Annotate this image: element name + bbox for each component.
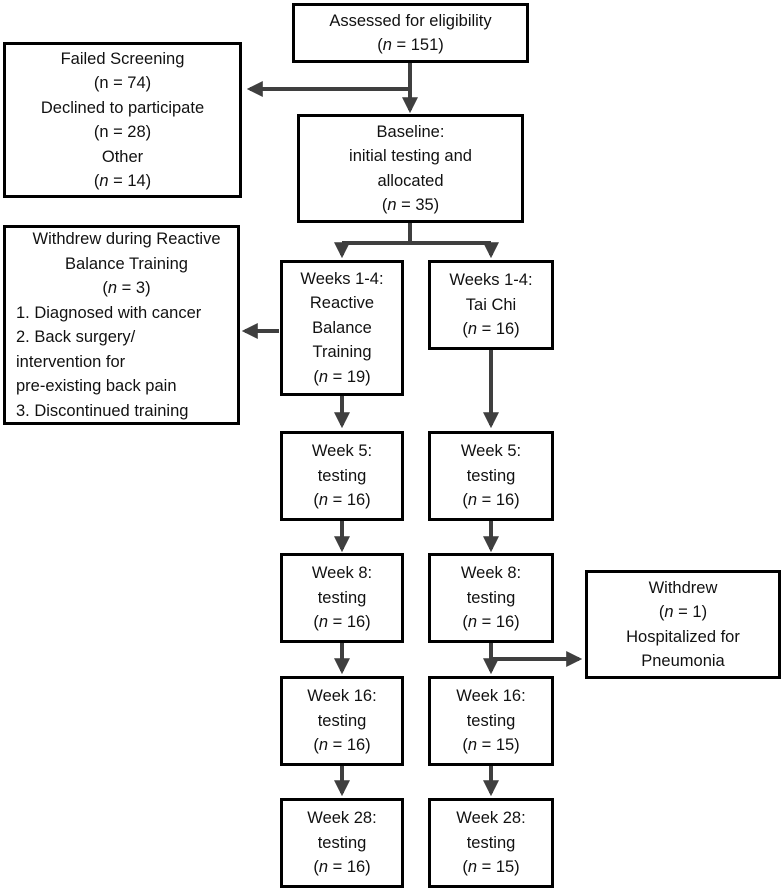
tai-week16-line2: testing xyxy=(466,711,516,730)
rbt-week8-box: Week 8: testing (n = 16) xyxy=(280,553,404,643)
rbt-week5-box: Week 5: testing (n = 16) xyxy=(280,431,404,521)
tai-weeks-line2: Tai Chi xyxy=(465,295,517,314)
tai-week8-line2: testing xyxy=(466,588,516,607)
tai-week5-box: Week 5: testing (n = 16) xyxy=(428,431,554,521)
failed-screening-count: (n = 74) xyxy=(93,74,152,92)
other-count: (n = 14) xyxy=(93,172,152,190)
rbt-week5-line2: testing xyxy=(317,466,367,485)
declined-count: (n = 28) xyxy=(93,123,152,141)
tai-week16-box: Week 16: testing (n = 15) xyxy=(428,676,554,766)
withdrew-rbt-title-2: Balance Training xyxy=(65,254,188,273)
withdrew-rbt-title: Withdrew during Reactive xyxy=(32,230,221,248)
tai-week5-count: (n = 16) xyxy=(462,491,520,510)
rbt-week16-line2: testing xyxy=(317,711,367,730)
rbt-week8-line2: testing xyxy=(317,588,367,607)
tai-week28-title: Week 28: xyxy=(456,809,526,828)
withdrew-reason-3: 3. Discontinued training xyxy=(16,401,189,420)
rbt-week28-title: Week 28: xyxy=(307,809,377,828)
withdrew-reason-2b: intervention for xyxy=(16,352,126,371)
rbt-week28-line2: testing xyxy=(317,833,367,852)
tai-week5-title: Week 5: xyxy=(460,442,522,461)
tai-week8-count: (n = 16) xyxy=(462,613,520,632)
withdrew-rbt-box: Withdrew during Reactive Balance Trainin… xyxy=(3,225,240,425)
rbt-week28-count: (n = 16) xyxy=(313,858,371,877)
tai-week28-line2: testing xyxy=(466,833,516,852)
rbt-week16-title: Week 16: xyxy=(307,687,377,706)
tai-weeks-count: (n = 16) xyxy=(462,320,520,339)
rbt-weeks-count: (n = 19) xyxy=(313,367,371,386)
tai-week28-box: Week 28: testing (n = 15) xyxy=(428,798,554,888)
withdrew-tai-reason-2: Pneumonia xyxy=(641,652,725,670)
rbt-weeks-line3: Balance xyxy=(312,318,372,337)
rbt-week8-count: (n = 16) xyxy=(313,613,371,632)
assessed-label: Assessed for eligibility xyxy=(329,11,492,30)
tai-weeks-title: Weeks 1-4: xyxy=(449,271,533,290)
baseline-line2: initial testing and xyxy=(349,147,472,165)
withdrew-reason-2: 2. Back surgery/ xyxy=(16,328,136,346)
tai-week28-count: (n = 15) xyxy=(462,858,520,877)
assessed-count: (n = 151) xyxy=(377,36,444,54)
rbt-week5-count: (n = 16) xyxy=(313,491,371,510)
rbt-week16-box: Week 16: testing (n = 16) xyxy=(280,676,404,766)
rbt-week16-count: (n = 16) xyxy=(313,736,371,755)
withdrew-rbt-count: (n = 3) xyxy=(102,279,151,297)
other-label: Other xyxy=(101,147,144,166)
tai-weeks-box: Weeks 1-4: Tai Chi (n = 16) xyxy=(428,260,554,350)
rbt-week8-title: Week 8: xyxy=(311,564,373,583)
rbt-weeks-line2: Reactive xyxy=(309,294,375,313)
baseline-line3: allocated xyxy=(377,171,444,190)
tai-week16-title: Week 16: xyxy=(456,687,526,706)
rbt-weeks-line4: Training xyxy=(312,343,372,362)
withdrew-reason-1: 1. Diagnosed with cancer xyxy=(16,303,202,322)
tai-week16-count: (n = 15) xyxy=(462,736,520,755)
rbt-weeks-title: Weeks 1-4: xyxy=(300,269,384,288)
baseline-box: Baseline: initial testing and allocated … xyxy=(297,114,524,223)
tai-week8-box: Week 8: testing (n = 16) xyxy=(428,553,554,643)
tai-week8-title: Week 8: xyxy=(460,564,522,583)
baseline-title: Baseline: xyxy=(376,122,445,141)
rbt-weeks-box: Weeks 1-4: Reactive Balance Training (n … xyxy=(280,260,404,396)
withdrew-reason-2c: pre-existing back pain xyxy=(16,377,177,395)
declined-label: Declined to participate xyxy=(40,98,205,117)
withdrew-tai-box: Withdrew (n = 1) Hospitalized for Pneumo… xyxy=(585,570,781,679)
rbt-week28-box: Week 28: testing (n = 16) xyxy=(280,798,404,888)
excluded-box: Failed Screening (n = 74) Declined to pa… xyxy=(3,42,242,198)
withdrew-tai-count: (n = 1) xyxy=(658,603,708,621)
withdrew-tai-title: Withdrew xyxy=(648,578,718,597)
tai-week5-line2: testing xyxy=(466,466,516,485)
assessed-box: Assessed for eligibility (n = 151) xyxy=(292,3,529,63)
rbt-week5-title: Week 5: xyxy=(311,442,373,461)
withdrew-tai-reason-1: Hospitalized for xyxy=(626,627,740,646)
connector-baseline-split xyxy=(342,222,491,245)
baseline-count: (n = 35) xyxy=(381,196,440,214)
failed-screening-label: Failed Screening xyxy=(60,49,185,68)
